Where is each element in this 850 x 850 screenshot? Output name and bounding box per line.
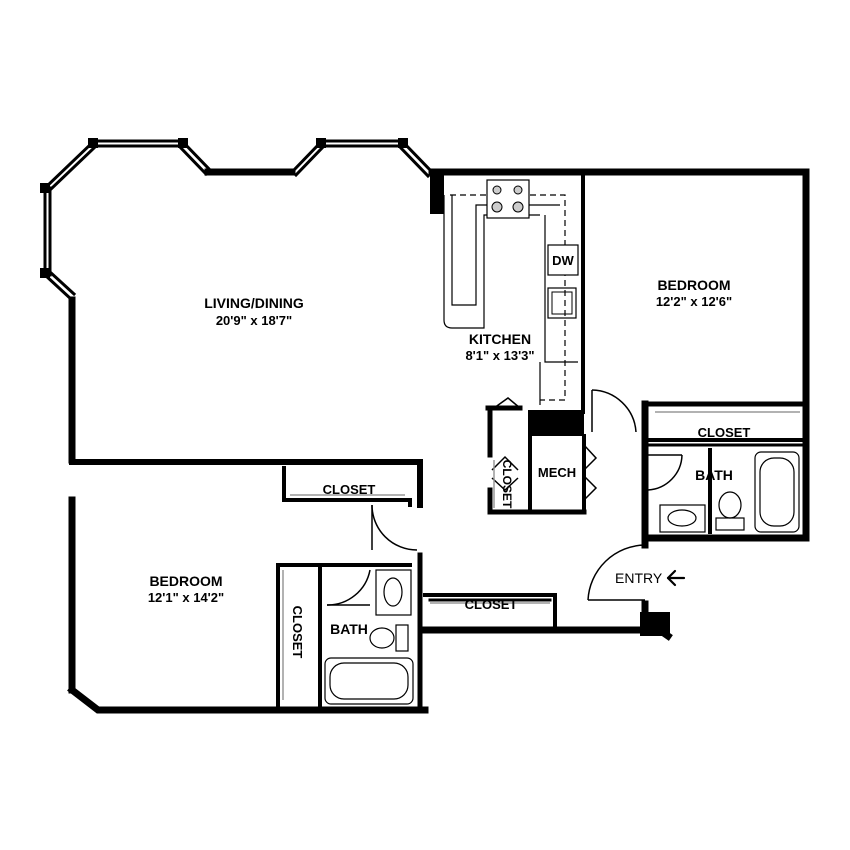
mech-label: MECH: [538, 465, 576, 480]
kitchen-fixtures: [443, 179, 579, 405]
kitchen-dims: 8'1" x 13'3": [465, 348, 534, 363]
bath-right-label: BATH: [695, 467, 733, 483]
interior-walls: [69, 169, 809, 713]
bedroom-right-name: BEDROOM: [657, 277, 730, 293]
living-dining-name: LIVING/DINING: [204, 295, 304, 311]
doors: [326, 389, 683, 606]
kitchen-name: KITCHEN: [469, 331, 531, 347]
closet-left-top-label: CLOSET: [323, 482, 376, 497]
bath-left-label: BATH: [330, 621, 368, 637]
closet-shelves: [282, 411, 800, 700]
arrow-left-icon: [666, 569, 686, 587]
closet-entry-label: CLOSET: [465, 597, 518, 612]
closet-right-bedroom-label: CLOSET: [698, 425, 751, 440]
exterior-walls: [40, 138, 810, 714]
bedroom-left-dims: 12'1" x 14'2": [148, 590, 224, 605]
living-dining-dims: 20'9" x 18'7": [216, 313, 292, 328]
closet-hall-small-label: CLOSET: [500, 460, 514, 509]
bedroom-left-name: BEDROOM: [149, 573, 222, 589]
stove-icon: [486, 179, 530, 219]
bath-fixtures: [324, 451, 800, 705]
closet-left-side-label: CLOSET: [290, 606, 305, 659]
room-labels: LIVING/DINING 20'9" x 18'7" KITCHEN 8'1"…: [148, 253, 751, 658]
bedroom-right-dims: 12'2" x 12'6": [656, 294, 732, 309]
entry-label: ENTRY: [615, 570, 663, 586]
dishwasher-label: DW: [552, 253, 574, 268]
